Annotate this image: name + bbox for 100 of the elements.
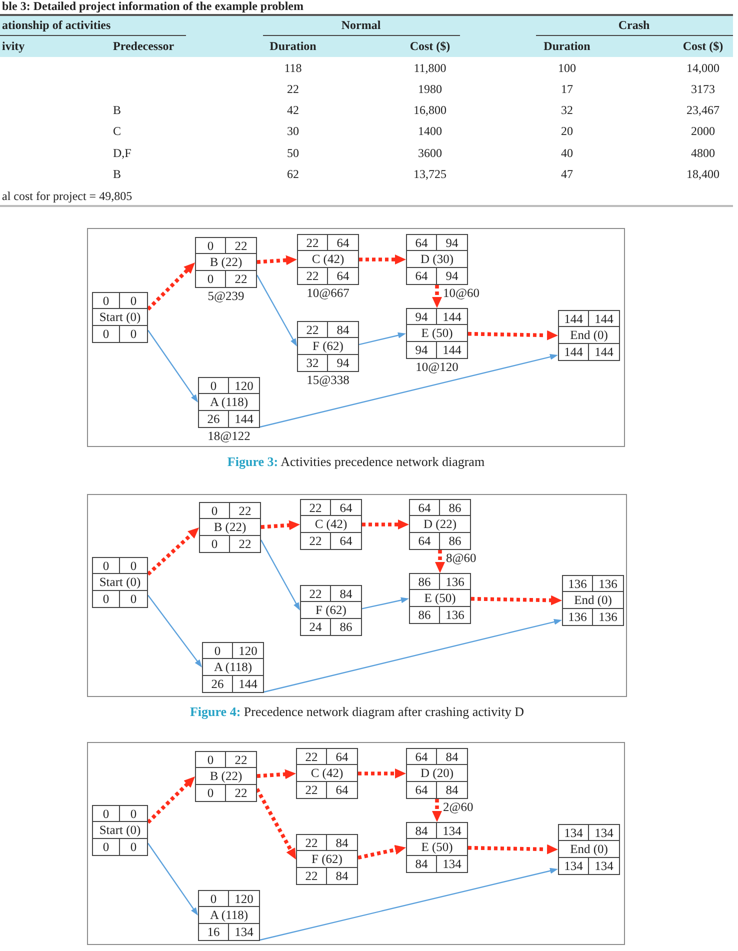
cost-value: 1400 bbox=[418, 124, 442, 138]
activity-label: C (42) bbox=[312, 252, 344, 266]
activity-box bbox=[409, 573, 471, 624]
arrow bbox=[256, 769, 296, 780]
late-start: 22 bbox=[305, 868, 318, 883]
late-start: 22 bbox=[309, 534, 322, 548]
activity-box bbox=[406, 822, 468, 873]
early-start: 22 bbox=[306, 322, 319, 337]
early-start: 0 bbox=[207, 238, 214, 253]
early-finish: 84 bbox=[336, 836, 348, 850]
early-start: 64 bbox=[415, 236, 428, 250]
activity-box bbox=[202, 642, 264, 693]
crash-note: 18@122 bbox=[208, 430, 250, 443]
cost-value: 16,800 bbox=[414, 103, 446, 117]
late-finish: 94 bbox=[336, 356, 350, 370]
late-start: 64 bbox=[415, 782, 428, 797]
column-header: Duration bbox=[270, 39, 316, 53]
activity-box bbox=[195, 237, 257, 288]
late-finish: 84 bbox=[336, 868, 348, 883]
arrow bbox=[362, 520, 409, 530]
activity-box bbox=[92, 557, 148, 608]
late-start: 86 bbox=[418, 608, 431, 622]
activity-box bbox=[297, 321, 359, 372]
activity-label: Start (0) bbox=[99, 310, 141, 324]
cost-value: 4800 bbox=[691, 146, 715, 160]
early-finish: 64 bbox=[336, 750, 348, 764]
late-finish: 22 bbox=[234, 786, 248, 800]
predecessor-value: C bbox=[113, 124, 122, 138]
early-finish: 64 bbox=[336, 236, 350, 250]
activity-box bbox=[409, 499, 471, 550]
late-finish: 0 bbox=[130, 326, 137, 341]
activity-box bbox=[300, 499, 362, 550]
crash-note: 2@60 bbox=[443, 801, 474, 814]
predecessor-value: D,F bbox=[113, 146, 132, 160]
duration-value: 22 bbox=[287, 82, 299, 96]
duration-value: 30 bbox=[287, 124, 299, 138]
late-finish: 136 bbox=[446, 608, 464, 622]
late-start: 22 bbox=[306, 268, 319, 283]
activity-label: B (22) bbox=[214, 520, 246, 534]
early-start: 0 bbox=[214, 644, 221, 658]
column-header: Predecessor bbox=[113, 39, 174, 53]
arrow bbox=[256, 274, 298, 347]
early-start: 22 bbox=[309, 586, 322, 601]
cost-value: 11,800 bbox=[414, 61, 446, 75]
duration-value: 50 bbox=[287, 146, 299, 160]
activity-box bbox=[406, 748, 468, 799]
early-finish: 86 bbox=[448, 500, 462, 515]
activity-label: D (20) bbox=[420, 766, 454, 780]
activity-box bbox=[562, 575, 624, 626]
activity-label: F (62) bbox=[316, 602, 346, 617]
late-finish: 22 bbox=[234, 272, 248, 286]
early-start: 144 bbox=[564, 312, 583, 326]
activity-label: E (50) bbox=[421, 326, 453, 340]
early-finish: 0 bbox=[130, 806, 137, 821]
arrow bbox=[146, 261, 196, 311]
activity-label: C (42) bbox=[310, 766, 344, 780]
late-start: 94 bbox=[415, 342, 428, 357]
late-start: 22 bbox=[305, 782, 318, 797]
activity-box bbox=[300, 585, 362, 636]
crash-note: 10@60 bbox=[443, 287, 480, 300]
early-finish: 0 bbox=[130, 558, 137, 573]
early-start: 0 bbox=[210, 378, 217, 393]
activity-box bbox=[558, 824, 620, 875]
activity-box bbox=[558, 310, 620, 361]
figure-caption: Figure 4: Precedence network diagram after crashing activity D bbox=[190, 704, 524, 719]
arrow bbox=[148, 330, 198, 403]
cost-value: 14,000 bbox=[686, 61, 720, 75]
early-finish: 144 bbox=[594, 312, 614, 326]
late-finish: 144 bbox=[594, 344, 614, 359]
activity-label: A (118) bbox=[214, 660, 252, 674]
arrow bbox=[468, 844, 558, 854]
late-finish: 0 bbox=[130, 592, 137, 606]
early-start: 136 bbox=[568, 576, 587, 591]
late-finish: 64 bbox=[336, 782, 348, 797]
figure-caption: Figure 3: Activities precedence network diagram bbox=[227, 454, 485, 469]
duration-value: 100 bbox=[558, 61, 576, 75]
arrow bbox=[264, 618, 562, 693]
early-start: 22 bbox=[306, 236, 319, 250]
crash-note: 5@239 bbox=[208, 290, 244, 303]
late-start: 84 bbox=[415, 856, 428, 871]
duration-value: 40 bbox=[561, 146, 573, 160]
activity-box bbox=[406, 308, 468, 359]
cost-value: 13,725 bbox=[414, 167, 446, 181]
duration-value: 32 bbox=[561, 103, 573, 117]
early-start: 0 bbox=[102, 806, 110, 821]
duration-value: 118 bbox=[284, 61, 302, 75]
column-group-header: Normal bbox=[341, 18, 381, 32]
early-finish: 22 bbox=[234, 752, 248, 767]
arrow bbox=[358, 332, 406, 346]
cost-value: 23,467 bbox=[686, 103, 720, 117]
arrow bbox=[256, 255, 298, 266]
duration-value: 17 bbox=[561, 82, 573, 96]
table-title: ble 3: Detailed project information of the example problem bbox=[2, 0, 304, 13]
early-finish: 136 bbox=[598, 576, 618, 591]
arrow bbox=[470, 595, 562, 606]
cost-value: 18,400 bbox=[686, 167, 720, 181]
early-finish: 64 bbox=[340, 500, 352, 515]
late-finish: 134 bbox=[442, 856, 462, 871]
early-finish: 84 bbox=[340, 586, 352, 601]
late-finish: 84 bbox=[446, 782, 458, 797]
